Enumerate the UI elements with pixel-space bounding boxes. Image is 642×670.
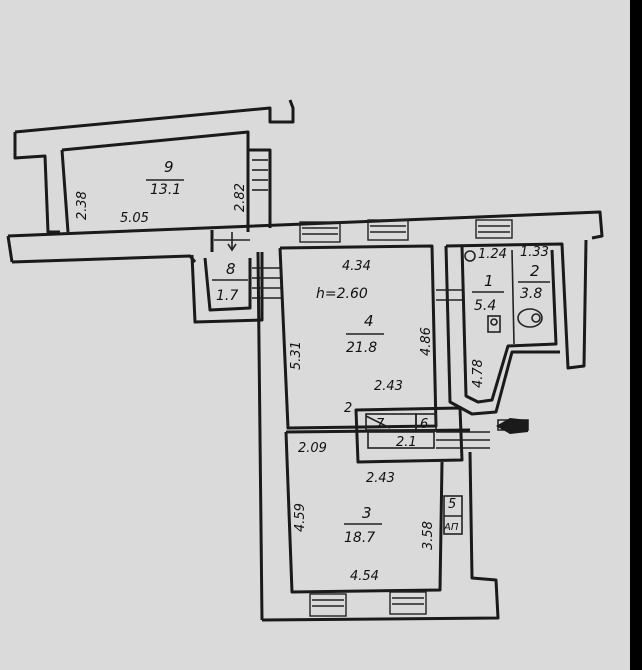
dim-room-3-right: 3.58 xyxy=(421,521,436,550)
room-8-number: 8 xyxy=(226,260,236,278)
corridor-walls xyxy=(6,210,604,264)
dim-room-9-right: 2.82 xyxy=(233,183,248,212)
room-1-2-walls xyxy=(436,239,588,416)
room-9-walls xyxy=(13,99,295,234)
room-3-windows xyxy=(309,591,427,617)
dim-room-9-width: 5.05 xyxy=(120,211,149,226)
dim-room-3-bottom: 4.54 xyxy=(350,569,379,584)
room-3-walls xyxy=(261,431,500,622)
dim-left-mid: 2.09 xyxy=(298,441,327,456)
room-4-number: 4 xyxy=(364,312,374,330)
dim-room-3-left: 4.59 xyxy=(293,503,308,532)
room-4-area: 21.8 xyxy=(346,340,377,356)
room-5-label: AП xyxy=(443,522,459,533)
room-3-area: 18.7 xyxy=(344,530,375,546)
entrance-arrow-icon xyxy=(496,418,528,434)
room-1-area: 5.4 xyxy=(474,298,496,314)
dim-mid-top: 2.43 xyxy=(374,379,403,394)
dim-room-2-top: 1.33 xyxy=(520,245,549,260)
room-9-area: 13.1 xyxy=(150,182,181,198)
dim-room-4-right: 4.86 xyxy=(419,327,434,356)
room-6-number: 6 xyxy=(420,417,428,432)
ceiling-height: h=2.60 xyxy=(316,286,368,302)
room-8-area: 1.7 xyxy=(216,288,238,304)
room-5-number: 5 xyxy=(448,497,456,512)
dim-room-9-left: 2.38 xyxy=(75,191,90,220)
dim-room-4-left: 5.31 xyxy=(289,341,304,370)
dim-mid-bottom: 2.43 xyxy=(366,471,395,486)
dim-room-4-top: 4.34 xyxy=(342,259,371,274)
small-room-area: 2.1 xyxy=(396,435,417,450)
dim-diagonal: 2 xyxy=(344,401,352,416)
middle-hall-walls xyxy=(285,406,529,464)
room-1-number: 1 xyxy=(484,272,494,290)
dim-room-1-top: 1.24 xyxy=(478,247,507,262)
room-7-number: 7 xyxy=(376,417,385,432)
room-8-walls xyxy=(190,252,282,324)
room-4-windows xyxy=(299,219,513,243)
dim-room-1-right: 4.78 xyxy=(471,359,486,388)
room-9-number: 9 xyxy=(164,158,174,176)
room-2-number: 2 xyxy=(530,262,540,280)
room-3-number: 3 xyxy=(362,504,372,522)
scan-edge xyxy=(630,0,642,670)
room-2-area: 3.8 xyxy=(520,286,542,302)
